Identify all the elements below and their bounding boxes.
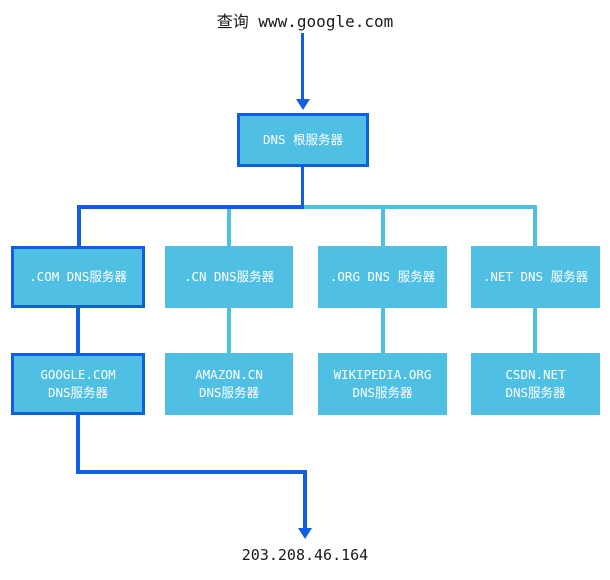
node-auth-google-com[interactable]: GOOGLE.COM DNS服务器 bbox=[11, 353, 145, 415]
link-net-to-csdn bbox=[533, 306, 537, 356]
node-tld-org[interactable]: .ORG DNS 服务器 bbox=[318, 246, 447, 308]
tld-bus-light bbox=[303, 205, 536, 209]
node-auth-csdn-net-role: DNS服务器 bbox=[505, 385, 566, 400]
node-auth-csdn-net-domain: CSDN.NET bbox=[505, 366, 566, 382]
query-label: 查询 www.google.com bbox=[216, 12, 394, 31]
node-auth-amazon-cn[interactable]: AMAZON.CN DNS服务器 bbox=[165, 353, 293, 415]
answer-path-horizontal bbox=[76, 470, 307, 474]
node-dns-root-label: DNS 根服务器 bbox=[262, 131, 344, 147]
node-tld-com-label: .COM DNS服务器 bbox=[29, 268, 127, 284]
link-cn-to-amazon bbox=[227, 306, 231, 356]
result-ip-label: 203.208.46.164 bbox=[241, 546, 369, 564]
node-auth-wikipedia-org[interactable]: WIKIPEDIA.ORG DNS服务器 bbox=[318, 353, 447, 415]
answer-path-down-left bbox=[76, 413, 80, 474]
node-tld-cn[interactable]: .CN DNS服务器 bbox=[165, 246, 293, 308]
node-tld-net[interactable]: .NET DNS 服务器 bbox=[471, 246, 600, 308]
node-tld-cn-label: .CN DNS服务器 bbox=[183, 268, 275, 284]
node-dns-root[interactable]: DNS 根服务器 bbox=[237, 113, 369, 167]
node-tld-net-label: .NET DNS 服务器 bbox=[482, 268, 589, 284]
link-com-to-google bbox=[76, 306, 80, 356]
bus-drop-org bbox=[381, 205, 385, 250]
bus-drop-com bbox=[77, 205, 81, 250]
node-auth-amazon-cn-role: DNS服务器 bbox=[198, 385, 260, 400]
node-auth-wikipedia-org-domain: WIKIPEDIA.ORG bbox=[333, 366, 432, 382]
node-auth-amazon-cn-domain: AMAZON.CN bbox=[195, 366, 263, 382]
answer-arrowhead bbox=[298, 528, 312, 539]
query-to-root-line bbox=[301, 33, 304, 101]
answer-path-down-right bbox=[303, 470, 307, 530]
node-tld-com[interactable]: .COM DNS服务器 bbox=[11, 246, 145, 308]
node-auth-google-com-role: DNS服务器 bbox=[47, 385, 109, 400]
query-to-root-arrowhead bbox=[296, 99, 310, 110]
node-tld-org-label: .ORG DNS 服务器 bbox=[329, 268, 436, 284]
node-auth-google-com-domain: GOOGLE.COM bbox=[40, 366, 116, 382]
root-stub-line bbox=[301, 167, 304, 209]
tld-bus-dark bbox=[77, 205, 304, 209]
link-org-to-wikipedia bbox=[381, 306, 385, 356]
bus-drop-net bbox=[533, 205, 537, 250]
bus-drop-cn bbox=[227, 205, 231, 250]
node-auth-csdn-net[interactable]: CSDN.NET DNS服务器 bbox=[471, 353, 600, 415]
node-auth-wikipedia-org-role: DNS服务器 bbox=[352, 385, 413, 400]
